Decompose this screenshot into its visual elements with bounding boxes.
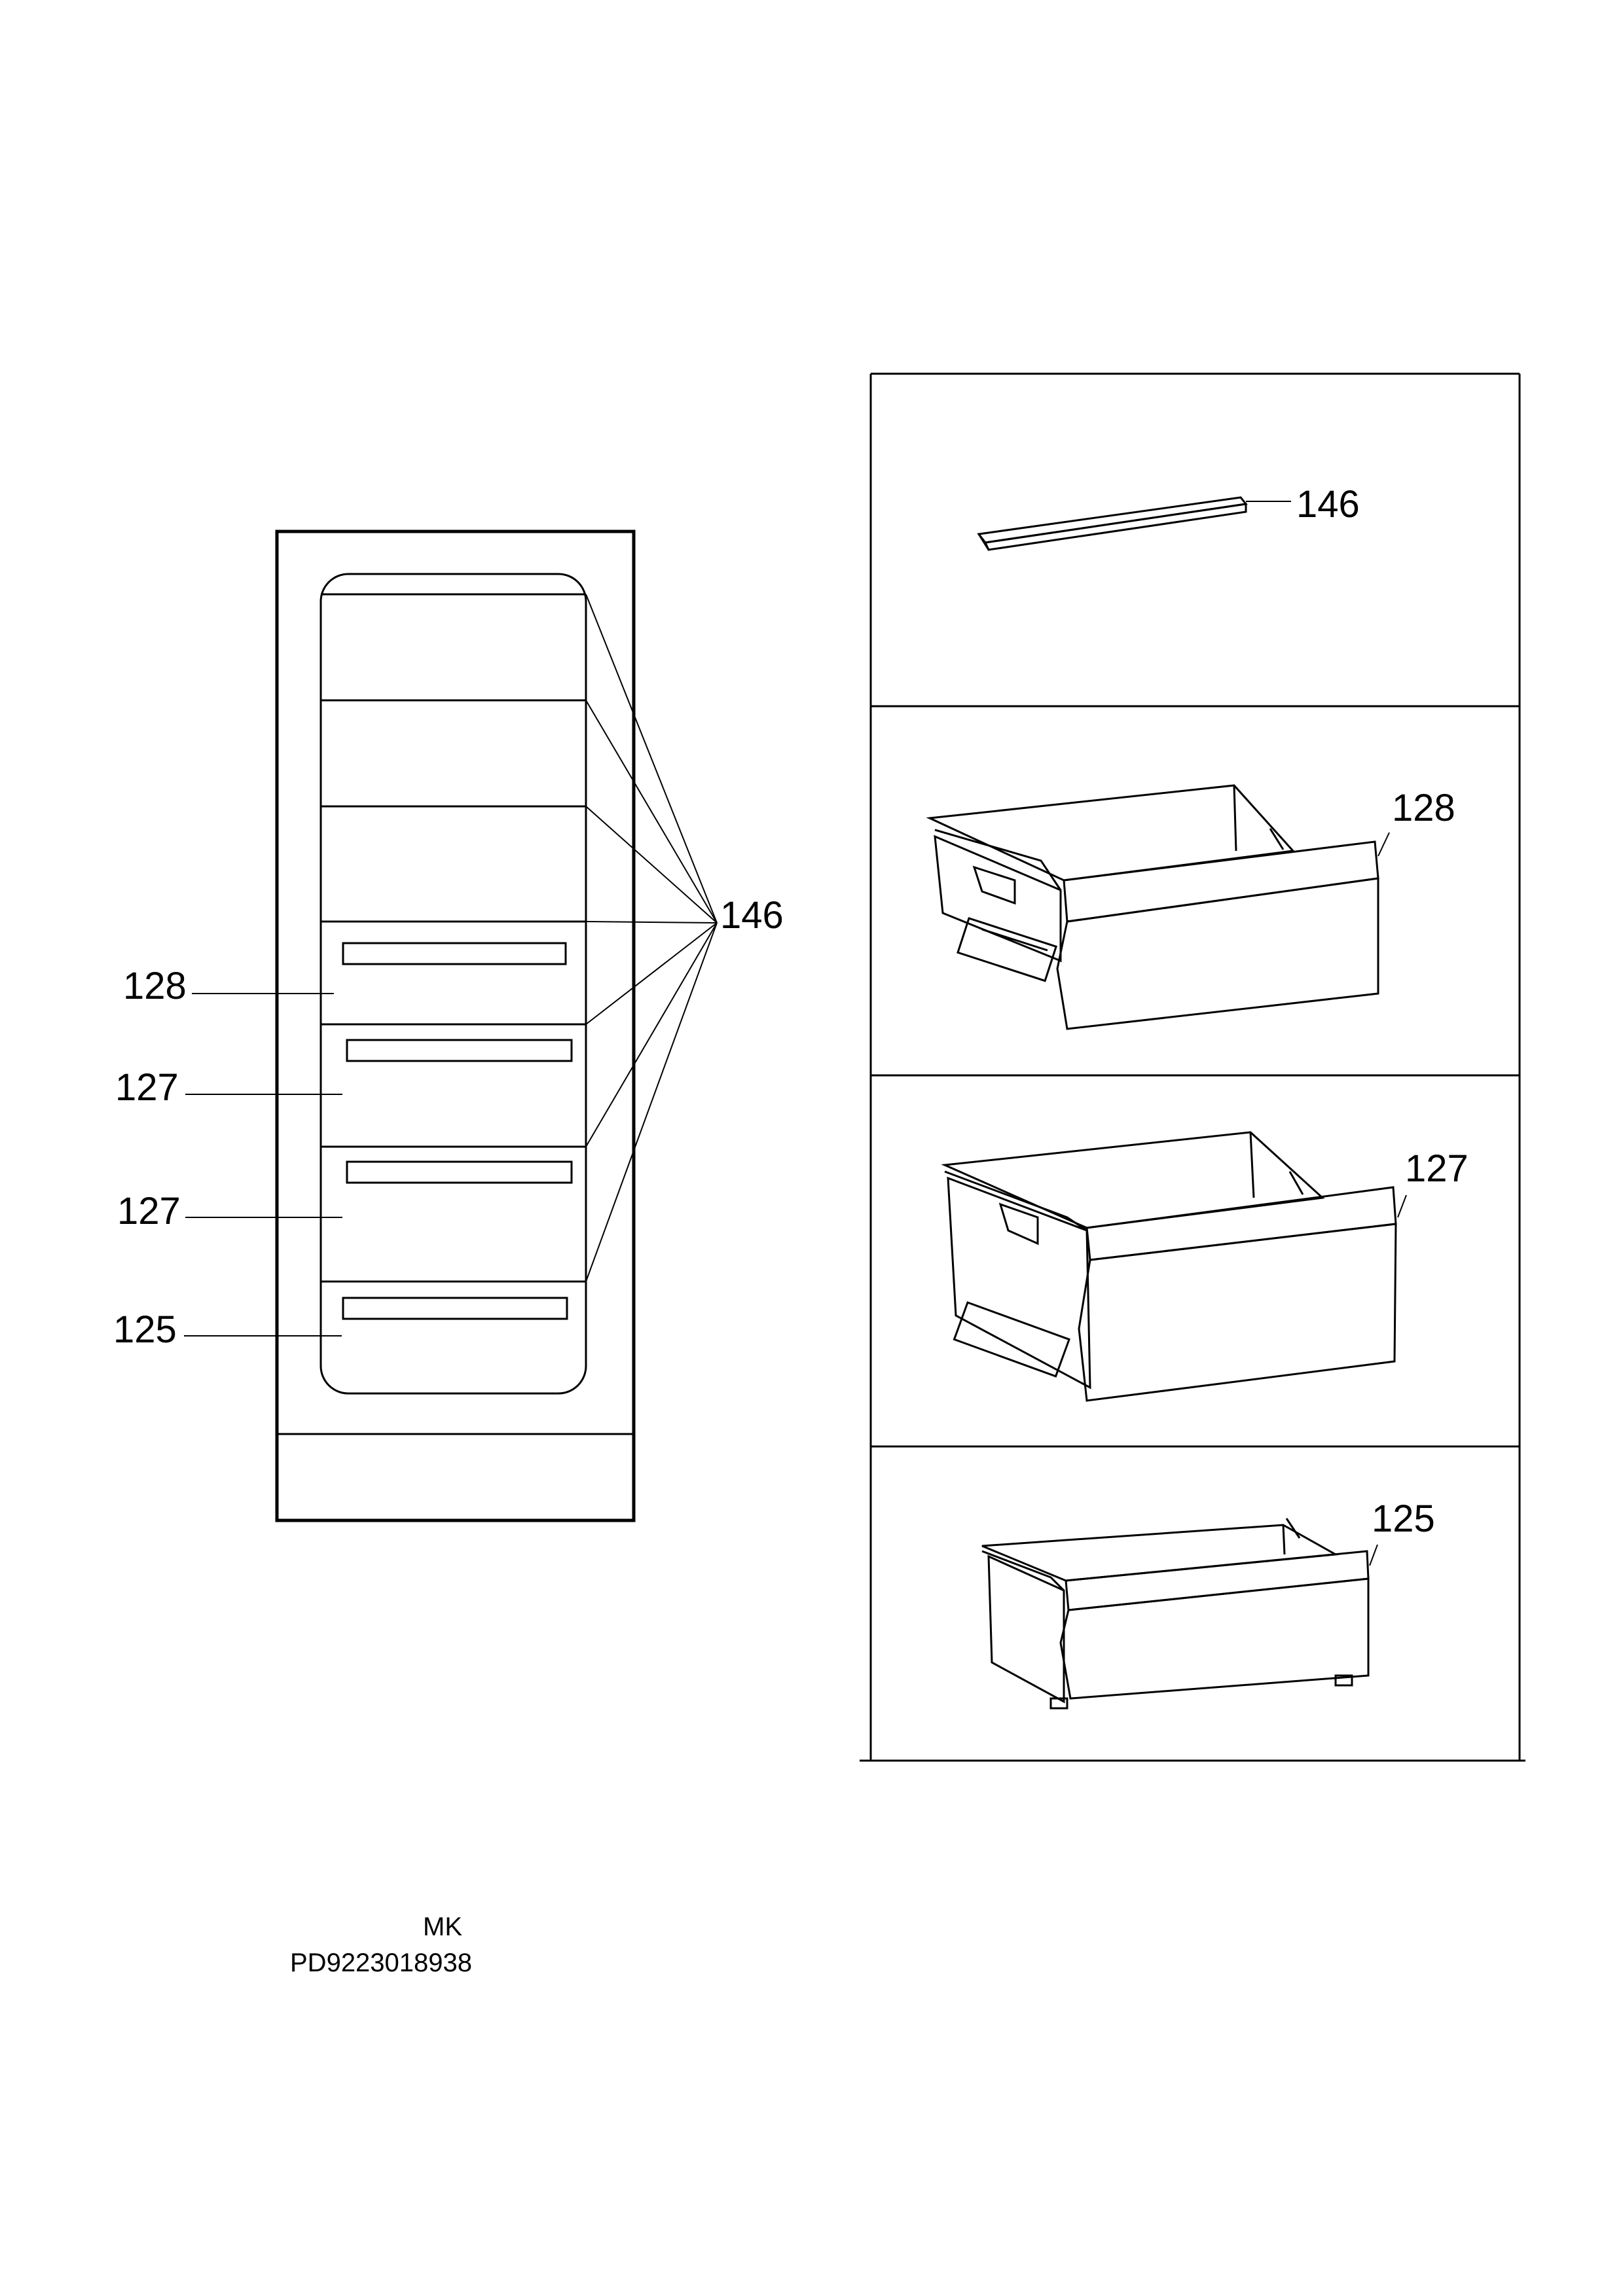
drawer-handle-128 xyxy=(342,942,567,965)
callout-127b-left: 127 xyxy=(117,1190,181,1232)
callout-128-left: 128 xyxy=(123,965,187,1007)
callout-146-right: 146 xyxy=(1296,483,1360,526)
callout-127-right: 127 xyxy=(1405,1147,1468,1190)
callout-146-left: 146 xyxy=(720,894,784,937)
drawer-125-part xyxy=(981,1518,1370,1710)
drawer-127-part xyxy=(941,1131,1397,1402)
drawer-handle-127b xyxy=(346,1160,573,1184)
parts-panels: 146 128 127 xyxy=(860,372,1525,1762)
appliance-cabinet xyxy=(275,529,636,1522)
leader-125-right xyxy=(1369,1544,1378,1566)
shelf-strip-part xyxy=(977,496,1248,551)
appliance-front-view: 146 128 127 127 125 xyxy=(113,529,784,1522)
drawer-handle-127a xyxy=(346,1039,573,1062)
footer-code-long: PD9223018938 xyxy=(290,1948,472,1977)
callout-125-left: 125 xyxy=(113,1308,177,1351)
callout-127a-left: 127 xyxy=(115,1066,179,1109)
callout-125-right: 125 xyxy=(1372,1498,1435,1540)
footer-code-short: MK xyxy=(423,1912,462,1941)
freezer-compartment xyxy=(319,573,587,1395)
drawer-128-part xyxy=(926,784,1379,1030)
callout-leaders-146 xyxy=(585,594,718,1282)
drawer-handle-125 xyxy=(342,1297,568,1320)
leader-128-right xyxy=(1377,832,1390,857)
callout-128-right: 128 xyxy=(1392,787,1455,829)
leader-127-right xyxy=(1397,1194,1407,1218)
